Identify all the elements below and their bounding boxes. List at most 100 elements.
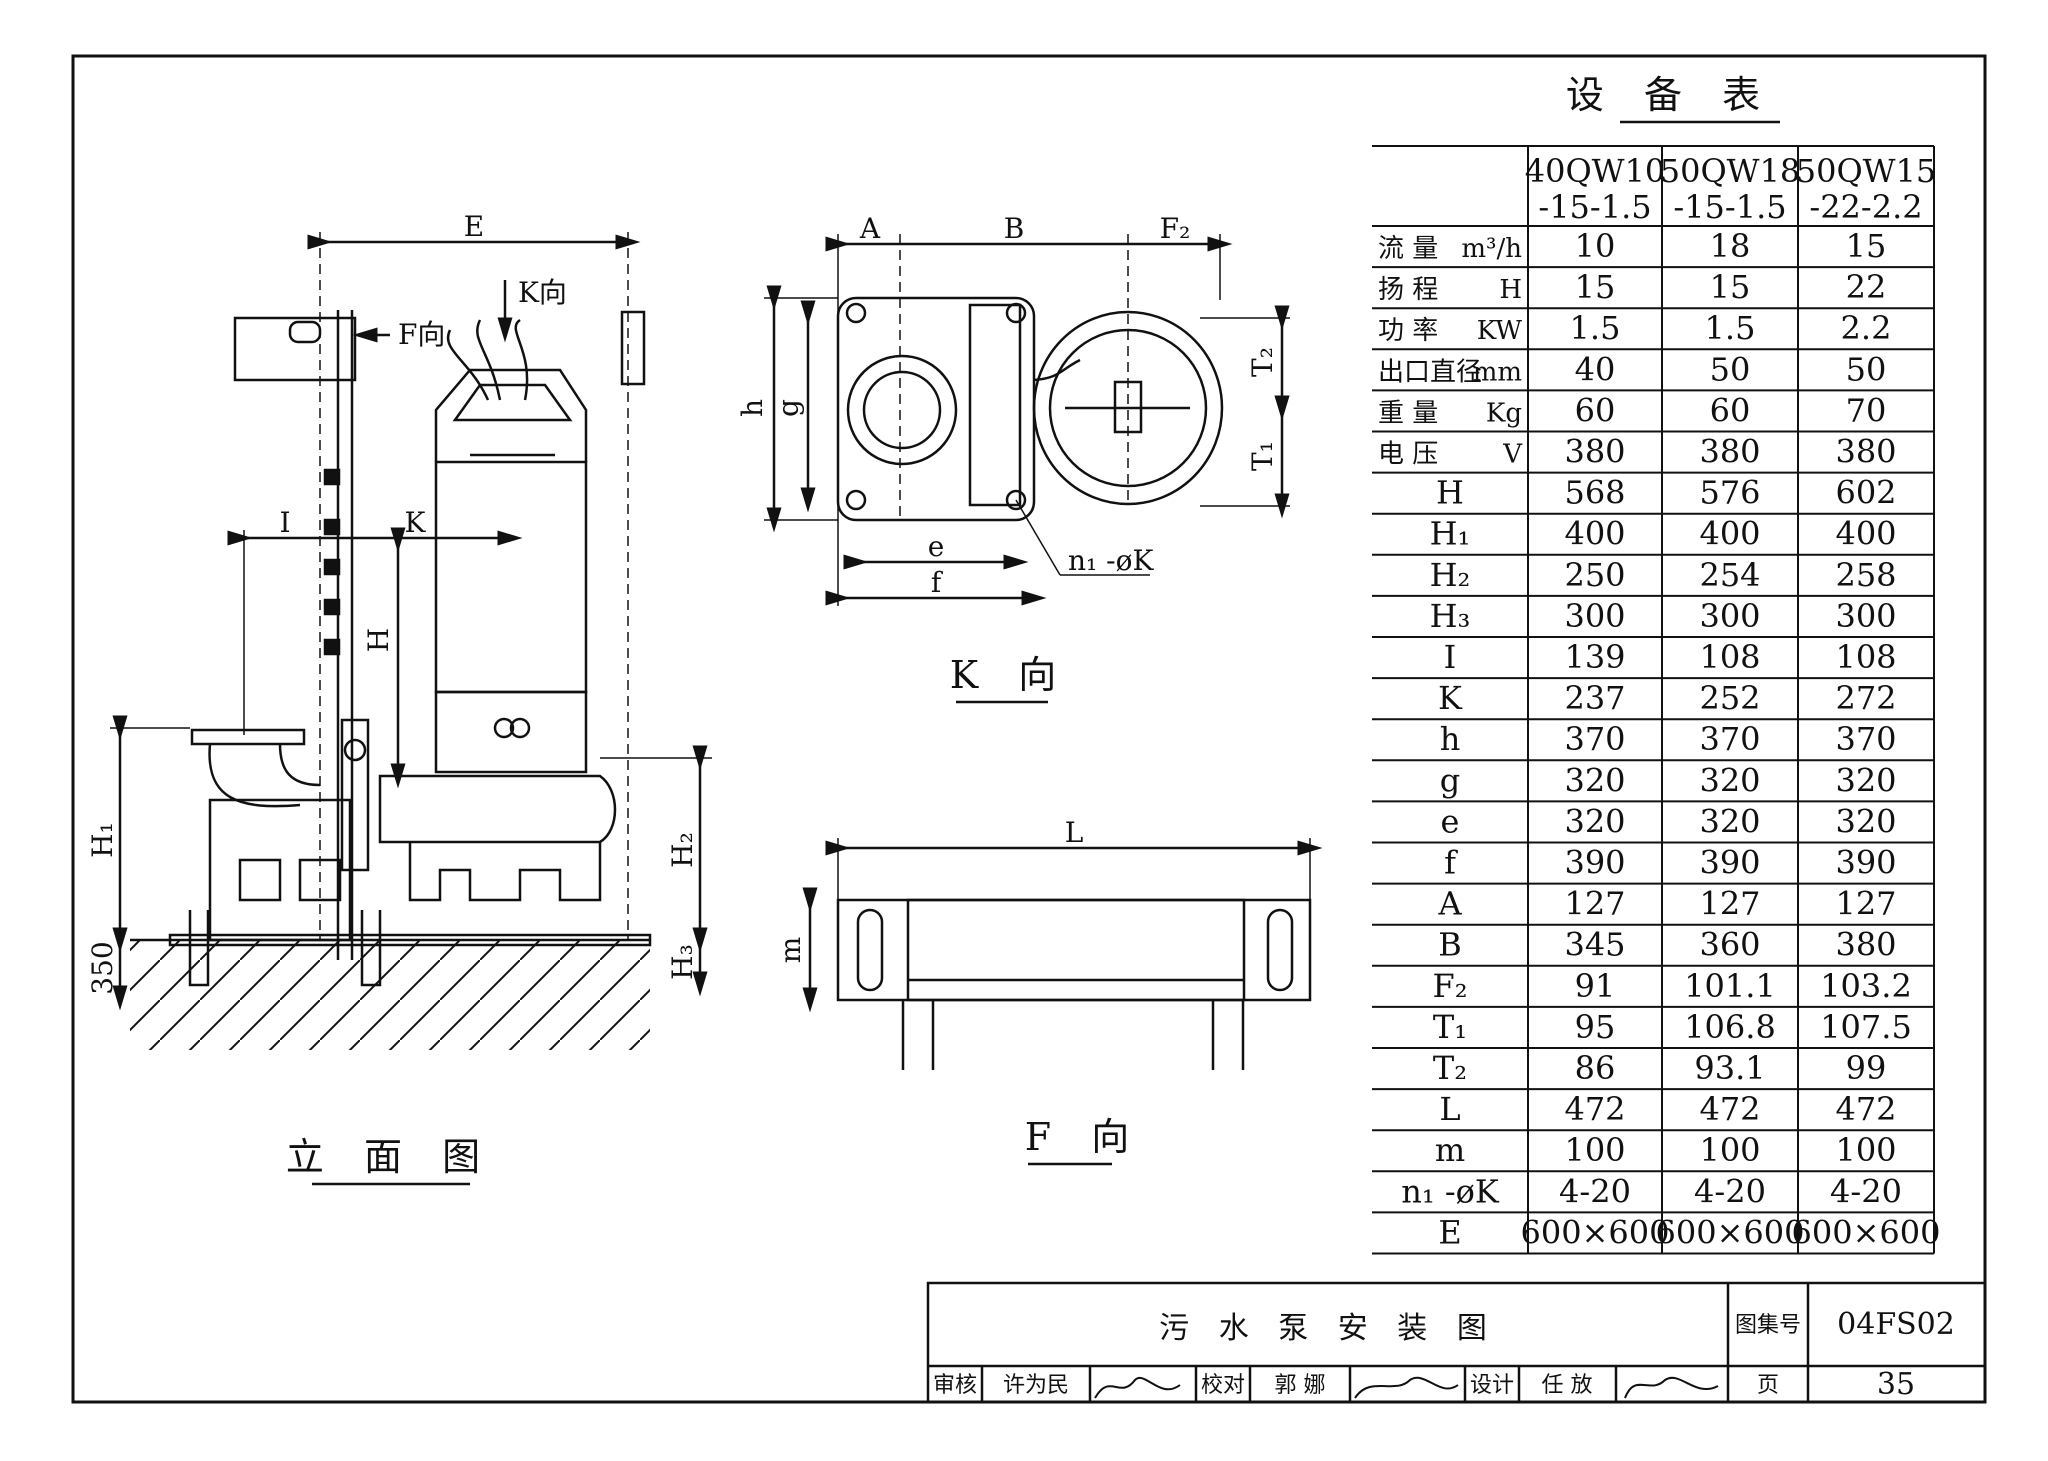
equipment-table-title: 设 备 表 (1566, 73, 1774, 117)
table-cell: 320 (1564, 761, 1625, 799)
row-name: e (1441, 802, 1460, 840)
elevation-view (110, 232, 712, 1050)
row-unit: mm (1473, 357, 1522, 387)
dim-label-H: H (362, 628, 395, 652)
table-cell: 576 (1699, 474, 1760, 512)
dim-label-K: K (405, 506, 427, 539)
review-label: 审核 (933, 1373, 977, 1398)
reviewer-name: 许为民 (1003, 1373, 1069, 1398)
table-cell: 2.2 (1841, 309, 1892, 347)
table-cell: 300 (1699, 597, 1760, 635)
elevation-view-title: 立 面 图 (286, 1135, 494, 1179)
table-cell: 390 (1699, 844, 1760, 882)
row-name: A (1437, 885, 1462, 923)
table-cell: 472 (1564, 1090, 1625, 1128)
table-cell: 139 (1564, 638, 1625, 676)
row-name: 扬 程 (1378, 275, 1438, 305)
table-cell: 237 (1564, 679, 1625, 717)
row-name: T₁ (1433, 1008, 1467, 1046)
dim-label-e: e (928, 530, 945, 563)
table-cell: 600×600 (1792, 1213, 1941, 1251)
model-header-line1: 50QW18 (1660, 152, 1801, 190)
dim-label-T2: T₂ (1246, 347, 1279, 377)
table-cell: 108 (1699, 638, 1760, 676)
f-direction-label: F向 (398, 318, 445, 351)
table-cell: 370 (1835, 720, 1896, 758)
row-name: E (1438, 1213, 1461, 1251)
table-cell: 95 (1575, 1008, 1616, 1046)
table-cell: 600×600 (1656, 1213, 1805, 1251)
equipment-table: 设 备 表 40QW10-15-1.550QW18-15-1.550QW15-2… (1372, 73, 1941, 1255)
table-cell: 600×600 (1521, 1213, 1670, 1251)
row-name: n₁ -øK (1401, 1172, 1500, 1210)
f-view-labels: L m F 向 (774, 816, 1143, 1166)
table-cell: 15 (1846, 227, 1887, 265)
table-cell: 99 (1846, 1049, 1887, 1087)
row-name: 流 量 (1378, 234, 1438, 264)
table-cell: 568 (1564, 474, 1625, 512)
table-cell: 380 (1564, 433, 1625, 471)
table-cell: 472 (1835, 1090, 1896, 1128)
table-cell: 320 (1699, 761, 1760, 799)
table-cell: 300 (1835, 597, 1896, 635)
table-cell: 380 (1835, 433, 1896, 471)
dim-label-h: h (736, 399, 769, 417)
designer-name: 任 放 (1542, 1373, 1593, 1398)
dim-label-T1: T₁ (1246, 441, 1279, 471)
table-cell: 50 (1846, 350, 1887, 388)
table-cell: 4-20 (1830, 1172, 1902, 1210)
dim-label-H2: H₂ (666, 832, 699, 868)
table-cell: 106.8 (1684, 1008, 1776, 1046)
title-block-text: 污 水 泵 安 装 图 图集号 04FS02 审核 许为民 校对 郭 娜 设计 … (933, 1307, 1955, 1402)
row-name: h (1440, 720, 1461, 758)
table-cell: 103.2 (1820, 967, 1912, 1005)
model-header-line1: 40QW10 (1525, 152, 1666, 190)
dim-label-f: f (931, 566, 944, 599)
table-cell: 400 (1835, 515, 1896, 553)
table-cell: 100 (1564, 1131, 1625, 1169)
table-cell: 60 (1710, 391, 1751, 429)
table-cell: 370 (1564, 720, 1625, 758)
table-cell: 1.5 (1570, 309, 1621, 347)
drawing-name: 污 水 泵 安 装 图 (1159, 1311, 1497, 1346)
table-cell: 300 (1564, 597, 1625, 635)
row-name: F₂ (1432, 967, 1467, 1005)
table-cell: 18 (1710, 227, 1751, 265)
f-view (802, 838, 1323, 1070)
row-unit: V (1502, 440, 1523, 470)
k-view (764, 234, 1290, 606)
table-cell: 345 (1564, 926, 1625, 964)
table-cell: 390 (1835, 844, 1896, 882)
row-unit: m³/h (1461, 234, 1522, 264)
table-cell: 15 (1575, 268, 1616, 306)
table-cell: 320 (1835, 761, 1896, 799)
table-cell: 400 (1699, 515, 1760, 553)
table-cell: 258 (1835, 556, 1896, 594)
dim-label-E: E (464, 210, 484, 243)
row-name: B (1438, 926, 1462, 964)
table-cell: 370 (1699, 720, 1760, 758)
row-name: m (1435, 1131, 1465, 1169)
f-view-title: F 向 (1025, 1115, 1143, 1159)
table-cell: 127 (1835, 885, 1896, 923)
table-cell: 40 (1575, 350, 1616, 388)
row-name: K (1438, 679, 1463, 717)
table-cell: 127 (1699, 885, 1760, 923)
table-cell: 107.5 (1820, 1008, 1912, 1046)
table-cell: 272 (1835, 679, 1896, 717)
dim-label-g: g (772, 399, 805, 417)
table-cell: 320 (1699, 802, 1760, 840)
dim-label-I: I (279, 506, 290, 539)
atlas-label: 图集号 (1735, 1313, 1801, 1338)
table-cell: 390 (1564, 844, 1625, 882)
check-label: 校对 (1201, 1373, 1245, 1398)
row-name: f (1444, 844, 1458, 882)
dim-label-F2: F₂ (1160, 212, 1191, 245)
k-view-labels: A B F₂ h g T₂ T₁ e f n₁ -øK K 向 (736, 212, 1279, 704)
atlas-number: 04FS02 (1837, 1307, 1955, 1342)
table-cell: 60 (1575, 391, 1616, 429)
dim-label-A: A (859, 212, 881, 245)
table-cell: 93.1 (1694, 1049, 1765, 1087)
table-cell: 15 (1710, 268, 1751, 306)
dim-label-H1: H₁ (86, 822, 119, 858)
